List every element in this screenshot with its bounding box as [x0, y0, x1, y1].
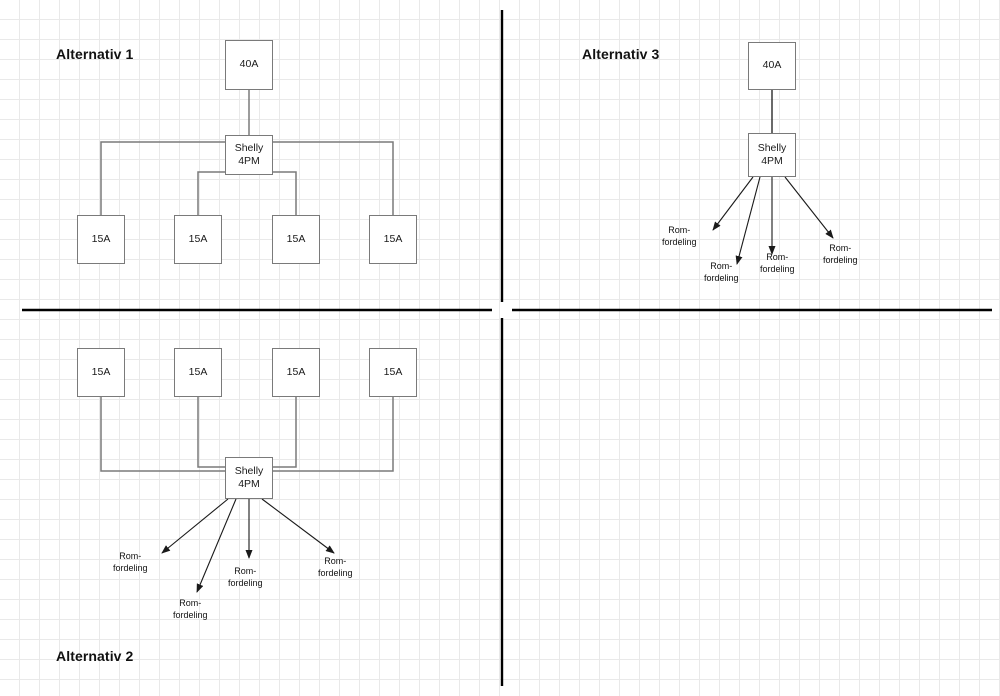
alt2-shelly-label-line2: 4PM [238, 478, 260, 490]
panel-dividers [22, 10, 992, 686]
alt1-branch-breaker-node-1[interactable]: 15A [77, 215, 125, 264]
alt2-room-label-4-line1: Rom- [324, 556, 347, 566]
alt1-wire-shelly-to-branch-3 [273, 171, 297, 215]
alt3-room-label-1-line2: fordeling [662, 236, 697, 247]
alt3-room-label-4: Rom- fordeling [823, 243, 858, 267]
alt2-room-label-1-line2: fordeling [113, 562, 148, 573]
alt2-shelly-label-line1: Shelly [234, 464, 264, 477]
alt2-branch-breaker-node-2[interactable]: 15A [174, 348, 222, 397]
alt2-arrow-room-2 [196, 498, 237, 593]
alt1-branch-breaker-node-2[interactable]: 15A [174, 215, 222, 264]
alt1-shelly-node[interactable]: Shelly 4PM [225, 135, 273, 175]
alt2-room-label-3-line1: Rom- [234, 566, 257, 576]
alt2-wire-branch-3-to-shelly [273, 397, 297, 468]
alt1-shelly-label-line1: Shelly [234, 141, 264, 154]
alt3-arrow-room-4 [784, 176, 834, 239]
alt2-wire-branch-2-to-shelly [197, 397, 225, 468]
alt2-arrow-room-1 [161, 498, 229, 554]
alt3-main-breaker-label: 40A [762, 59, 782, 72]
alt1-branch-breaker-label-3: 15A [286, 232, 306, 245]
alt3-shelly-label-line1: Shelly [757, 141, 787, 154]
alt1-main-breaker-label: 40A [239, 58, 259, 71]
alt2-connectors [100, 397, 394, 472]
alt1-wire-shelly-to-branch-2 [197, 171, 225, 215]
alt2-room-label-1-line1: Rom- [119, 551, 142, 561]
alt3-room-label-3-line2: fordeling [760, 263, 795, 274]
alt3-main-breaker-node[interactable]: 40A [748, 42, 796, 90]
alt3-arrow-room-2 [735, 176, 761, 265]
alt2-branch-breaker-node-1[interactable]: 15A [77, 348, 125, 397]
alt1-branch-breaker-node-4[interactable]: 15A [369, 215, 417, 264]
alt3-room-label-3-line1: Rom- [766, 252, 789, 262]
panel-title-alternativ-2: Alternativ 2 [56, 648, 134, 664]
alt3-room-label-2: Rom- fordeling [704, 261, 739, 285]
alt1-wire-shelly-to-branch-1 [100, 141, 225, 215]
alt1-branch-breaker-label-2: 15A [188, 232, 208, 245]
alt2-branch-breaker-label-2: 15A [188, 365, 208, 378]
alt2-shelly-node[interactable]: Shelly 4PM [225, 457, 273, 499]
alt3-room-label-2-line2: fordeling [704, 272, 739, 283]
alt2-room-label-2-line2: fordeling [173, 609, 208, 620]
alt3-room-label-4-line2: fordeling [823, 254, 858, 265]
alt2-branch-breaker-node-4[interactable]: 15A [369, 348, 417, 397]
alt2-branch-breaker-label-4: 15A [383, 365, 403, 378]
alt2-branch-breaker-label-3: 15A [286, 365, 306, 378]
alt2-room-arrows [161, 498, 335, 593]
alt1-shelly-label-line2: 4PM [238, 155, 260, 167]
alt2-branch-breaker-node-3[interactable]: 15A [272, 348, 320, 397]
alt3-room-arrows [712, 176, 834, 265]
panel-title-alternativ-1: Alternativ 1 [56, 46, 134, 62]
alt1-branch-breaker-label-4: 15A [383, 232, 403, 245]
alt2-wire-branch-4-to-shelly [273, 397, 394, 472]
alt2-room-label-4: Rom- fordeling [318, 556, 353, 580]
alt2-arrow-room-4 [261, 498, 335, 554]
alt1-wire-shelly-to-branch-4 [273, 141, 394, 215]
alt2-branch-breaker-label-1: 15A [91, 365, 111, 378]
alt2-room-label-3-line2: fordeling [228, 577, 263, 588]
alt2-room-label-4-line2: fordeling [318, 567, 353, 578]
alt2-wire-branch-1-to-shelly [100, 397, 225, 472]
alt1-branch-breaker-node-3[interactable]: 15A [272, 215, 320, 264]
alt1-branch-breaker-label-1: 15A [91, 232, 111, 245]
alt2-room-label-2: Rom- fordeling [173, 598, 208, 622]
alt1-main-breaker-node[interactable]: 40A [225, 40, 273, 90]
alt3-room-label-2-line1: Rom- [710, 261, 733, 271]
alt3-room-label-4-line1: Rom- [829, 243, 852, 253]
alt3-shelly-node[interactable]: Shelly 4PM [748, 133, 796, 177]
alt1-connectors [100, 90, 394, 215]
panel-title-alternativ-3: Alternativ 3 [582, 46, 660, 62]
alt2-room-label-1: Rom- fordeling [113, 551, 148, 575]
alt2-room-label-3: Rom- fordeling [228, 566, 263, 590]
alt3-room-label-1-line1: Rom- [668, 225, 691, 235]
alt3-shelly-label-line2: 4PM [761, 155, 783, 167]
alt3-room-label-3: Rom- fordeling [760, 252, 795, 276]
alt3-room-label-1: Rom- fordeling [662, 225, 697, 249]
alt3-arrow-room-1 [712, 176, 754, 231]
alt2-room-label-2-line1: Rom- [179, 598, 202, 608]
